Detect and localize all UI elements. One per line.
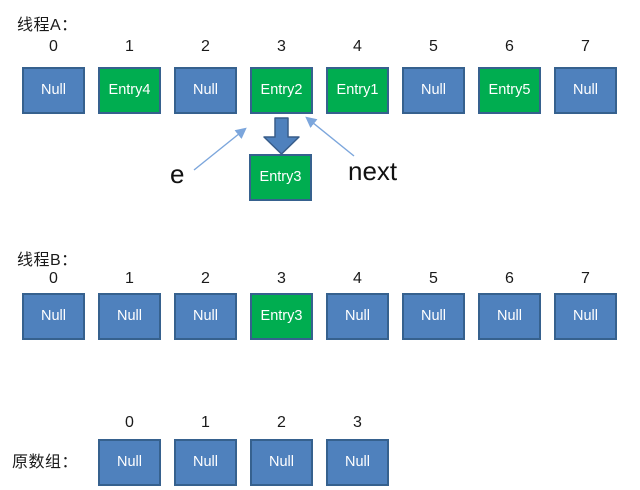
thread-a-title: 线程A： [17,17,78,34]
array-cell: Null [554,67,617,114]
array-cell: Null [98,293,161,340]
array-cell: Null [174,293,237,340]
index-label: 1 [125,270,134,287]
next-arrow [305,116,355,157]
original-array-title: 原数组： [12,454,79,471]
index-label: 2 [201,270,210,287]
array-cell: Null [402,293,465,340]
array-cell: Entry5 [478,67,541,114]
array-cell: Entry3 [250,293,313,340]
detached-entry-cell: Entry3 [249,154,312,201]
index-label: 5 [429,270,438,287]
index-label: 4 [353,270,362,287]
index-label: 0 [49,38,58,55]
array-cell: Entry1 [326,67,389,114]
thread-b-title: 线程B： [17,252,78,269]
pointer-next-label: next [348,156,398,186]
array-cell: Null [22,293,85,340]
array-cell: Null [22,67,85,114]
array-cell: Null [402,67,465,114]
array-cell: Entry2 [250,67,313,114]
index-label: 0 [125,414,134,431]
index-label: 1 [125,38,134,55]
array-cell: Null [174,67,237,114]
index-label: 3 [277,270,286,287]
index-label: 1 [201,414,210,431]
index-label: 7 [581,270,590,287]
array-cell: Null [250,439,313,486]
array-cell: Null [478,293,541,340]
index-label: 2 [201,38,210,55]
index-label: 7 [581,38,590,55]
array-cell: Null [326,439,389,486]
original-array-index-row: 0 1 2 3 [98,414,389,432]
pointer-e-label: e [170,159,185,189]
index-label: 2 [277,414,286,431]
thread-b-index-row: 0 1 2 3 4 5 6 7 [22,270,617,288]
index-label: 4 [353,38,362,55]
thread-a-index-row: 0 1 2 3 4 5 6 7 [22,38,617,56]
array-cell: Null [326,293,389,340]
array-cell: Entry4 [98,67,161,114]
array-cell: Null [98,439,161,486]
down-block-arrow [263,117,300,155]
e-arrow [193,127,247,171]
index-label: 3 [277,38,286,55]
index-label: 6 [505,38,514,55]
index-label: 6 [505,270,514,287]
thread-b-array: Null Null Null Entry3 Null Null Null Nul… [22,293,617,340]
index-label: 0 [49,270,58,287]
original-array: Null Null Null Null [98,439,389,486]
array-cell: Null [554,293,617,340]
index-label: 5 [429,38,438,55]
array-cell: Null [174,439,237,486]
index-label: 3 [353,414,362,431]
thread-a-array: Null Entry4 Null Entry2 Entry1 Null Entr… [22,67,617,114]
